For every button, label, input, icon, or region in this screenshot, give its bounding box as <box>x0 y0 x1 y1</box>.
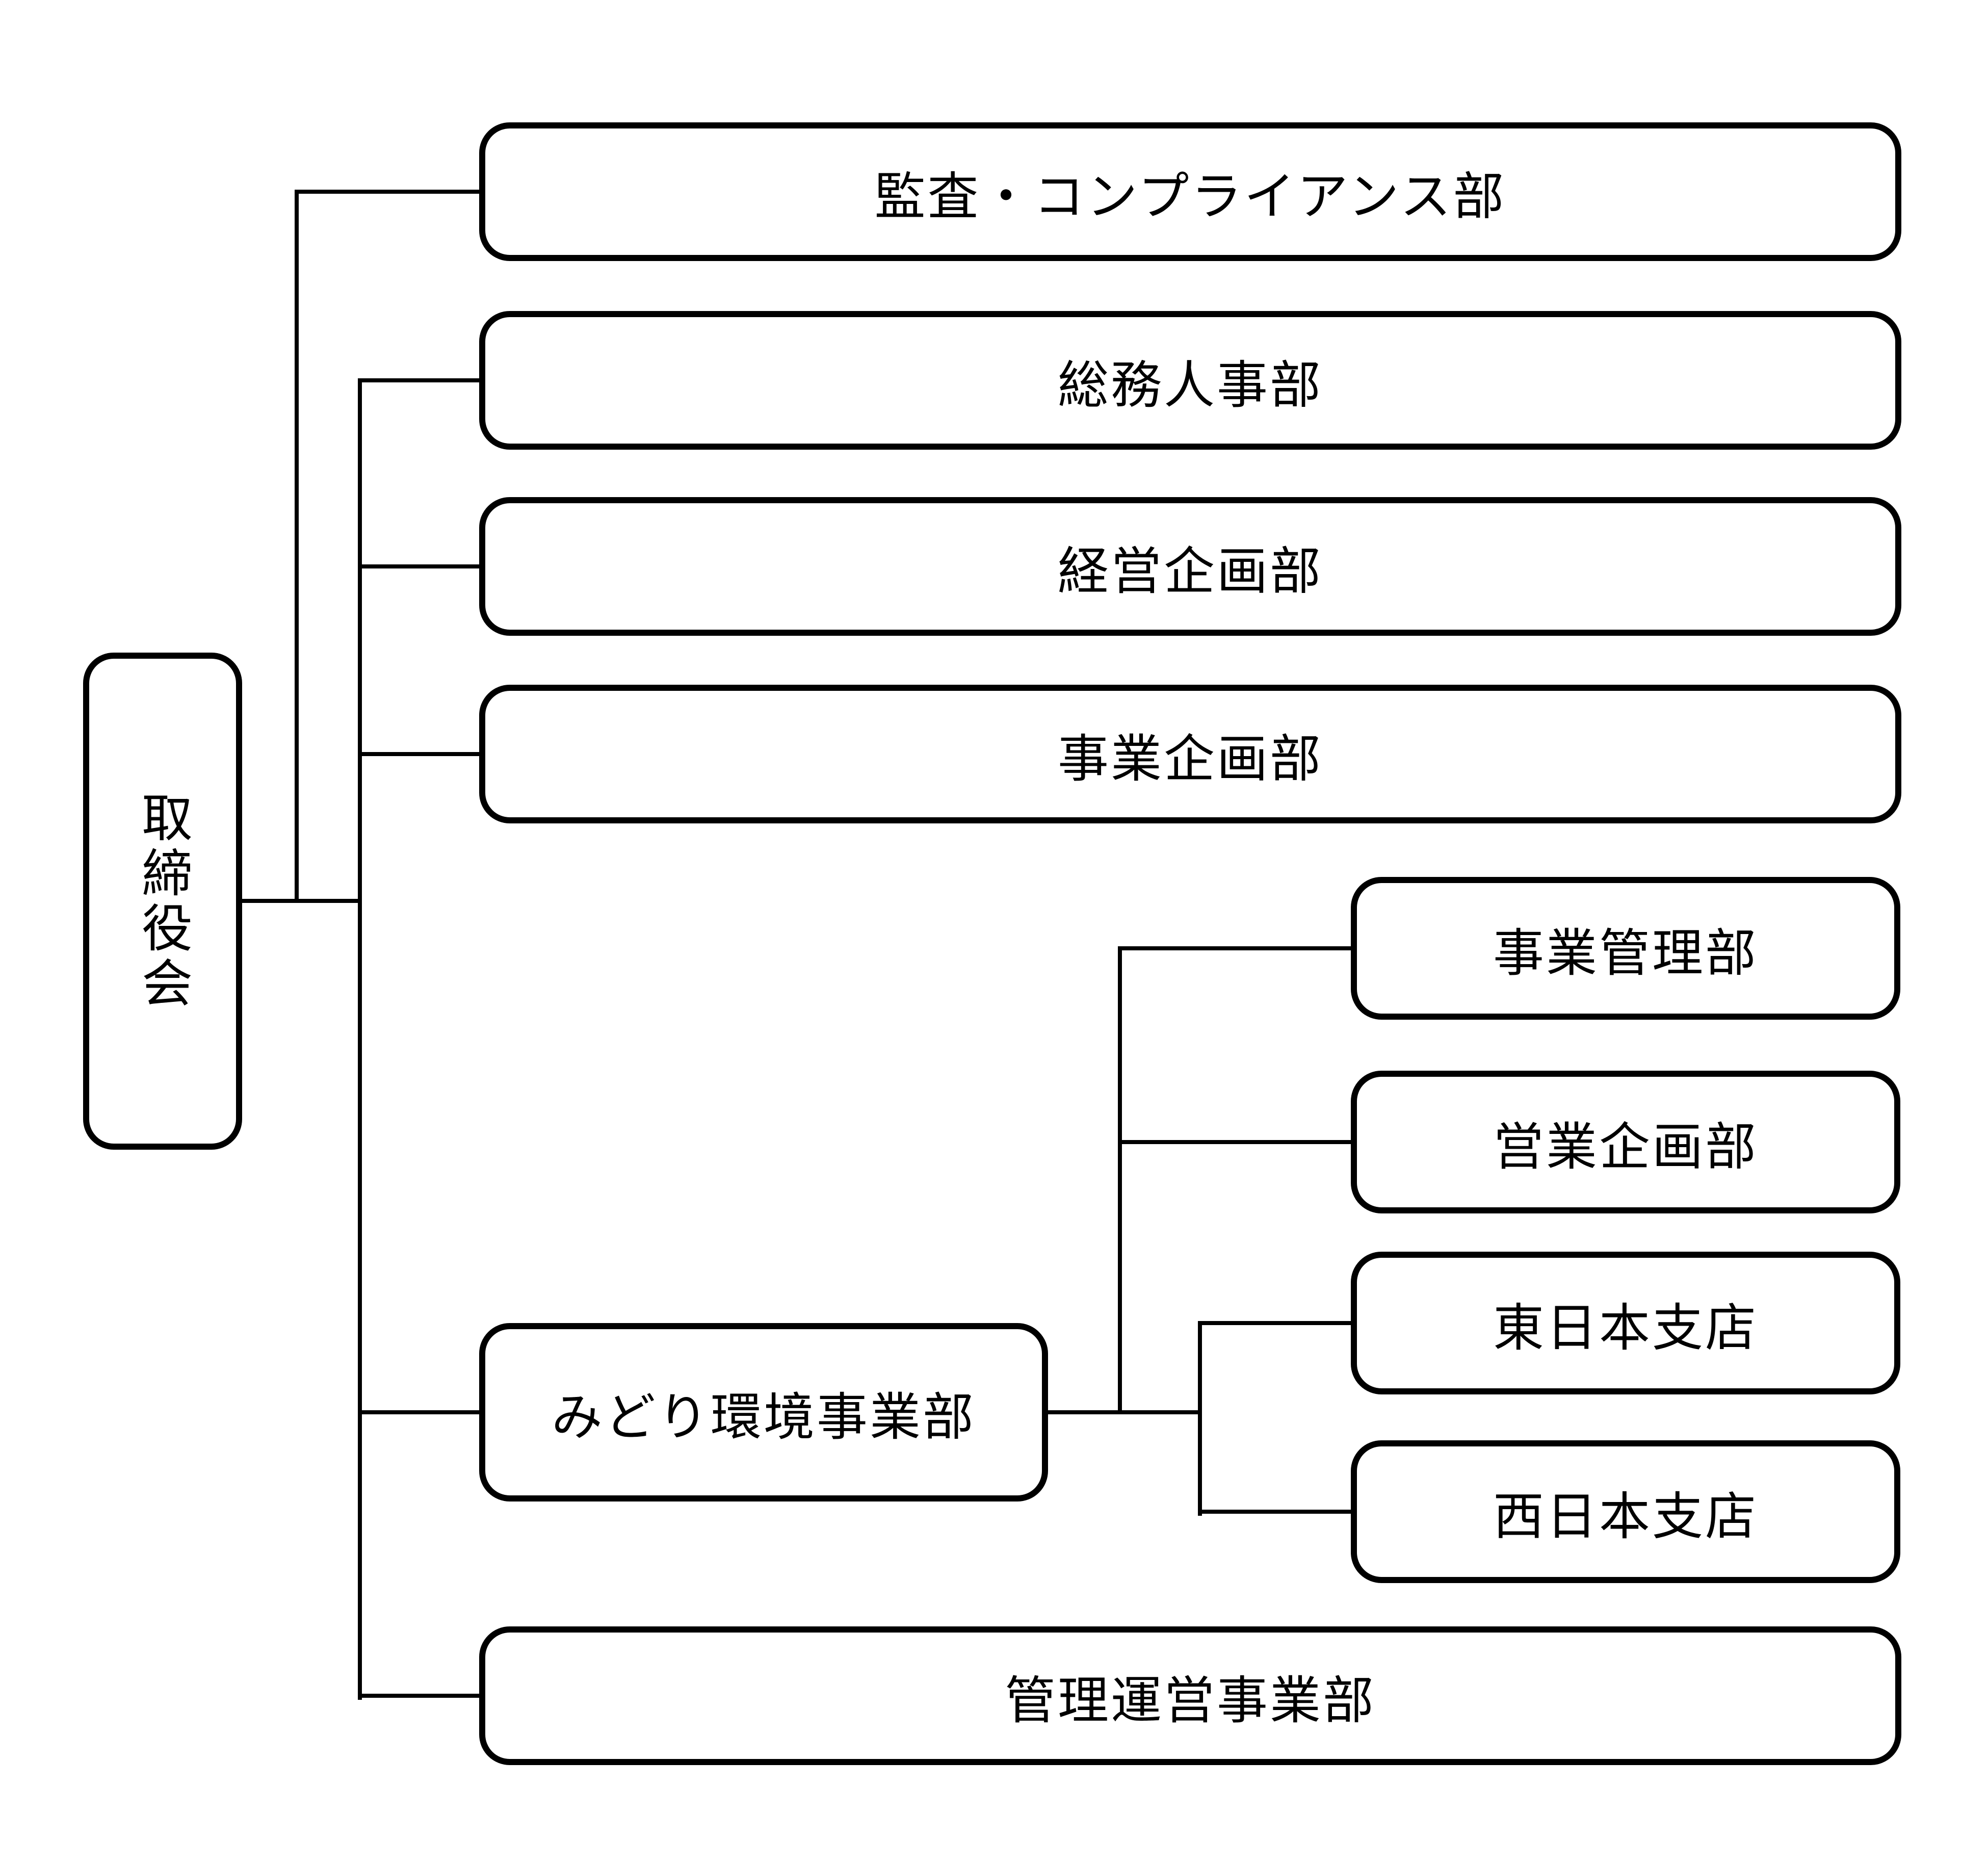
connector-trunk-d-vertical <box>1198 1321 1202 1516</box>
connector-midori-main-horizontal <box>1045 1410 1202 1414</box>
org-node-midori-environment-division: みどり環境事業部 <box>479 1323 1048 1501</box>
org-node-general-affairs-hr-dept: 総務人事部 <box>479 311 1901 450</box>
connector-trunk-b-vertical <box>358 378 362 1700</box>
org-node-business-planning-dept: 事業企画部 <box>479 685 1901 823</box>
connector-branch-midori-environment <box>358 1410 483 1414</box>
connector-branch-sales-planning <box>1118 1140 1355 1144</box>
connector-branch-audit <box>295 190 483 194</box>
org-node-business-management-dept: 事業管理部 <box>1351 877 1900 1020</box>
connector-branch-general-affairs-hr <box>358 378 483 382</box>
connector-branch-business-planning <box>358 752 483 756</box>
org-node-corporate-planning-dept: 経営企画部 <box>479 497 1901 636</box>
connector-branch-corporate-planning <box>358 564 483 568</box>
connector-branch-west-japan <box>1198 1510 1355 1514</box>
org-node-west-japan-branch: 西日本支店 <box>1351 1440 1900 1583</box>
org-node-board-of-directors: 取締役会 <box>83 653 242 1150</box>
org-node-east-japan-branch: 東日本支店 <box>1351 1252 1900 1394</box>
connector-branch-management-operations <box>358 1694 483 1698</box>
org-node-management-operations-division: 管理運営事業部 <box>479 1626 1901 1765</box>
connector-branch-business-management <box>1118 946 1355 950</box>
org-node-sales-planning-dept: 営業企画部 <box>1351 1071 1900 1213</box>
connector-board-horizontal <box>240 899 362 903</box>
connector-branch-east-japan <box>1198 1321 1355 1325</box>
connector-trunk-c-vertical <box>1118 946 1122 1414</box>
org-node-audit-compliance-dept: 監査・コンプライアンス部 <box>479 122 1901 261</box>
connector-trunk-a-vertical <box>295 190 299 903</box>
